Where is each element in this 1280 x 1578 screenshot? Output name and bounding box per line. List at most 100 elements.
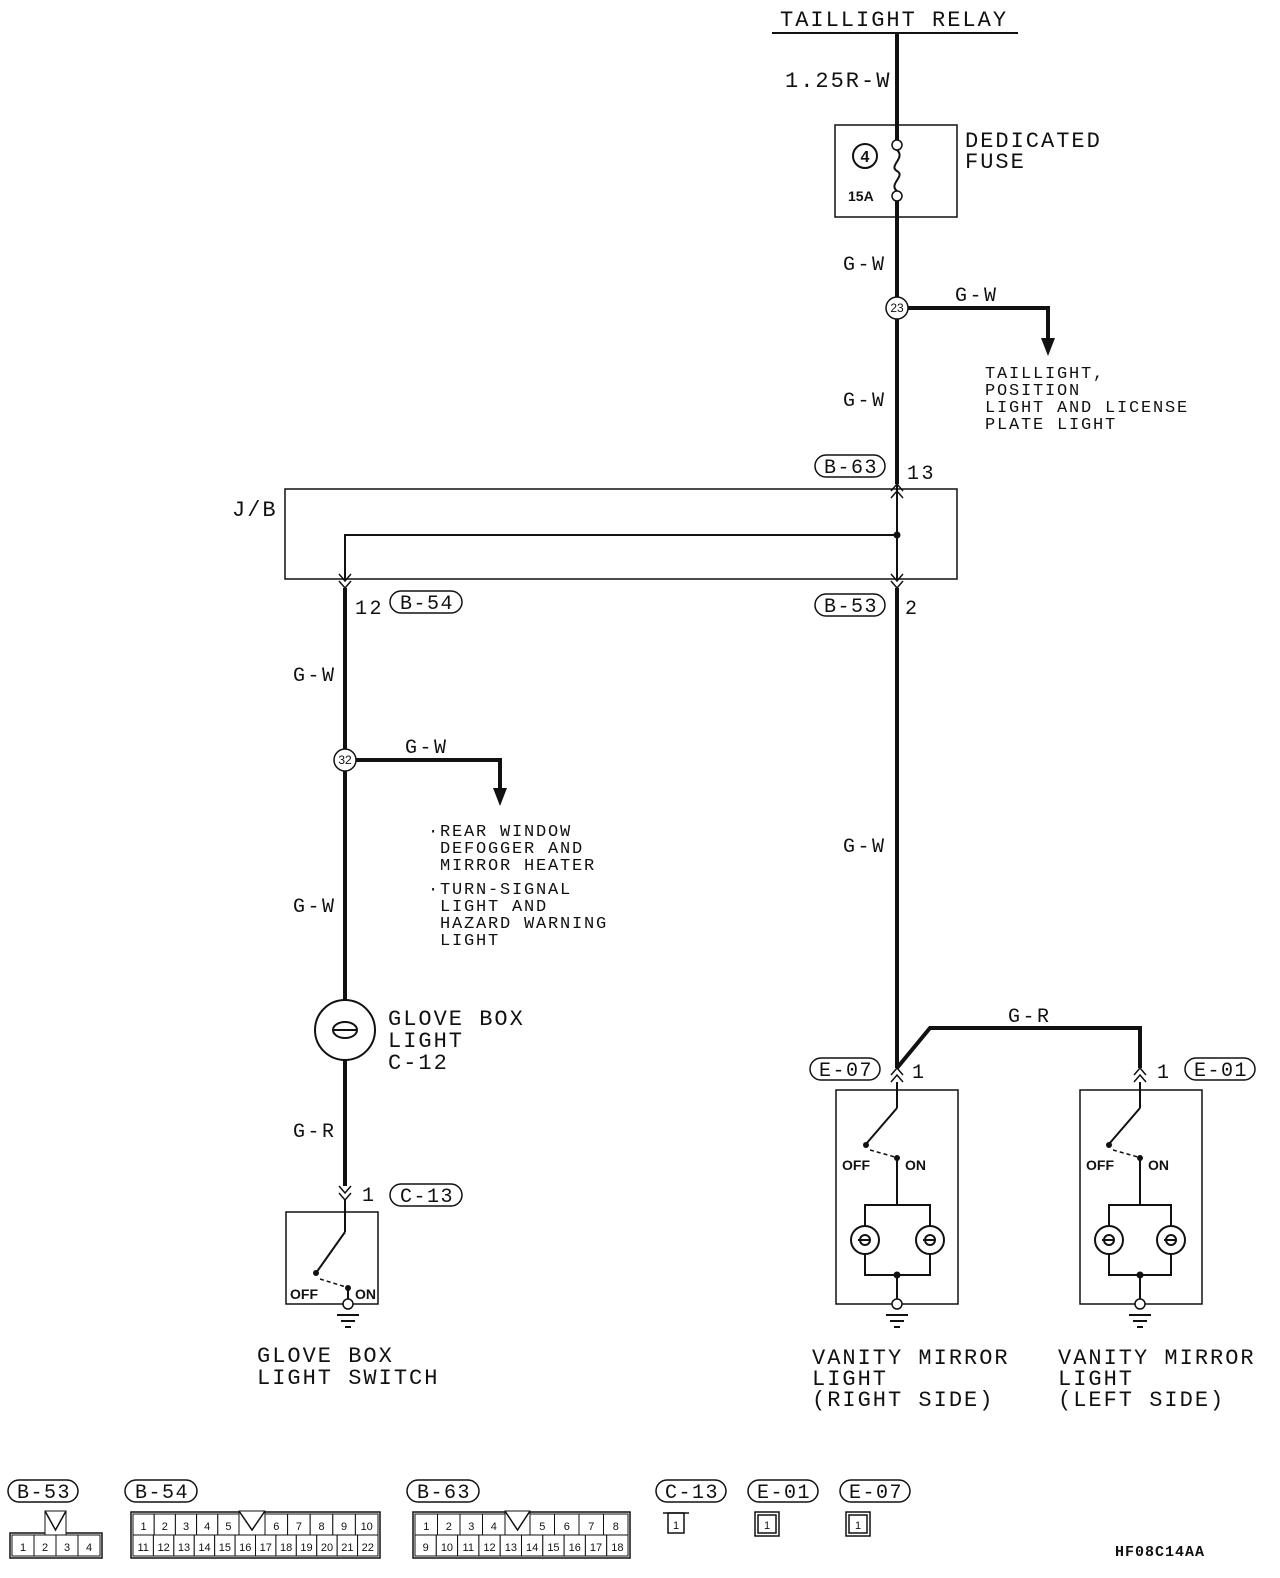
connector-pin-number: 9 xyxy=(423,1542,429,1554)
wire-label-splice32-branch: G-W xyxy=(405,737,449,760)
connector-outline xyxy=(845,1511,871,1537)
branch32-item2-line4: LIGHT xyxy=(440,932,500,951)
connector-b54-pin: 12 xyxy=(355,598,384,621)
junction-block-label: J/B xyxy=(232,498,278,523)
ground-terminal xyxy=(342,1298,354,1310)
connector-pin-number: 18 xyxy=(280,1542,292,1554)
fuse-terminal-top xyxy=(891,139,903,151)
connector-pin-number: 7 xyxy=(588,1521,594,1533)
legend-tag-b54 xyxy=(124,1479,198,1503)
vanity-right-label-line3: (RIGHT SIDE) xyxy=(812,1388,994,1413)
connector-chevron-up-icon xyxy=(890,482,904,499)
legend-tag-e07-label: E-07 xyxy=(849,1482,903,1505)
wire-label-splice23-out: G-W xyxy=(843,390,887,413)
vanity-mirror-light-left: OFF ON xyxy=(1079,1066,1203,1328)
glove-box-light-switch: OFF ON xyxy=(285,1200,379,1328)
connector-b53-pin: 2 xyxy=(905,598,920,621)
connector-pin-number: 19 xyxy=(300,1542,312,1554)
ground-icon xyxy=(337,1314,359,1328)
connector-pin-number: 10 xyxy=(361,1521,373,1533)
switch-contact-off xyxy=(1106,1142,1112,1148)
branch32-item1-line3: MIRROR HEATER xyxy=(440,857,596,876)
connector-pin-number: 2 xyxy=(42,1542,48,1554)
connector-pin-number: 1 xyxy=(423,1521,429,1533)
connector-tag-b54-label: B-54 xyxy=(400,593,454,616)
connector-pin-number: 1 xyxy=(141,1521,147,1533)
connector-pin-number: 3 xyxy=(468,1521,474,1533)
connector-pin-number: 8 xyxy=(613,1521,619,1533)
connector-pin-number: 13 xyxy=(505,1542,517,1554)
legend-tag-e01 xyxy=(747,1479,819,1503)
connector-pin-number: 12 xyxy=(158,1542,170,1554)
junction-block xyxy=(284,488,958,580)
connector-pin-number: 16 xyxy=(239,1542,251,1554)
connector-pin-number: 17 xyxy=(590,1542,602,1554)
splice-23-number: 23 xyxy=(890,301,904,315)
switch-box xyxy=(285,1211,379,1305)
connector-pin-number: 17 xyxy=(260,1542,272,1554)
connector-tag-e07-label: E-07 xyxy=(819,1060,873,1083)
fuse-terminal-bottom xyxy=(891,190,903,202)
connector-b63-pin: 13 xyxy=(907,463,936,486)
fuse-label-line1: DEDICATED xyxy=(965,129,1102,154)
switch-blade xyxy=(865,1107,898,1145)
legend-tag-b53 xyxy=(7,1479,79,1503)
figure-code: HF08C14AA xyxy=(1115,1544,1205,1561)
vanity-left-label-line2: LIGHT xyxy=(1058,1367,1134,1392)
connector-pin-number: 1 xyxy=(673,1520,679,1532)
switch-contact-off xyxy=(863,1142,869,1148)
vanity-left-label-line1: VANITY MIRROR xyxy=(1058,1346,1256,1371)
switch-blade xyxy=(1108,1107,1141,1145)
wire-branch-splice23 xyxy=(908,306,1050,340)
connector-pin-number: 8 xyxy=(318,1521,324,1533)
connector-pin-number: 2 xyxy=(162,1521,168,1533)
ground-icon xyxy=(1129,1314,1151,1328)
connector-cell xyxy=(606,1534,629,1557)
taillight-relay-label: TAILLIGHT RELAY xyxy=(780,8,1008,33)
connector-lock-notch xyxy=(44,1510,67,1536)
connector-pin-number: 1 xyxy=(855,1520,861,1532)
vanity-mirror-light-right: OFF ON xyxy=(835,1066,959,1328)
branch32-item1-line1: ·REAR WINDOW xyxy=(428,823,572,842)
connector-tag-c13 xyxy=(389,1183,463,1207)
ground-icon xyxy=(886,1314,908,1328)
switch-off-label: OFF xyxy=(290,1286,318,1302)
legend-tag-e07 xyxy=(839,1479,911,1503)
connector-tag-e07 xyxy=(809,1057,881,1081)
connector-e07-pin: 1 xyxy=(912,1062,927,1085)
connector-pin-number: 13 xyxy=(178,1542,190,1554)
connector-pin-number: 1 xyxy=(20,1542,26,1554)
connector-cell xyxy=(357,1534,379,1557)
branch23-dest-line1: TAILLIGHT, xyxy=(985,365,1105,384)
wire-label-splice23-branch: G-W xyxy=(955,285,999,308)
connector-pin-number: 14 xyxy=(198,1542,210,1554)
glove-box-light xyxy=(314,999,376,1061)
switch-contact-off xyxy=(313,1270,319,1276)
connector-pin-number: 4 xyxy=(86,1542,92,1554)
connector-pin-number: 4 xyxy=(491,1521,497,1533)
vanity-right-label-line2: LIGHT xyxy=(812,1367,888,1392)
connector-lock-notch xyxy=(238,1510,266,1536)
connector-cell xyxy=(667,1512,685,1534)
glove-switch-label-line2: LIGHT SWITCH xyxy=(257,1366,439,1391)
connector-pin-number: 5 xyxy=(539,1521,545,1533)
connector-tag-b54 xyxy=(389,590,463,614)
connector-pin-number: 14 xyxy=(526,1542,538,1554)
connector-tag-b53 xyxy=(814,593,886,617)
connector-pin-number: 9 xyxy=(341,1521,347,1533)
connector-pin-number: 3 xyxy=(183,1521,189,1533)
glove-light-label-line3: C-12 xyxy=(388,1051,449,1076)
legend-tag-c13-label: C-13 xyxy=(665,1482,719,1505)
switch-off-label: OFF xyxy=(842,1157,870,1173)
ground-terminal xyxy=(891,1298,903,1310)
branch23-dest-line3: LIGHT AND LICENSE xyxy=(985,399,1189,418)
fuse-element-icon xyxy=(893,149,901,192)
branch32-item1-line2: DEFOGGER AND xyxy=(440,840,584,859)
legend-tag-b53-label: B-53 xyxy=(17,1482,71,1505)
fuse-number-circle xyxy=(852,143,878,169)
connector-lock-notch xyxy=(504,1510,531,1536)
legend-tag-b54-label: B-54 xyxy=(135,1482,189,1505)
branch23-dest-line4: PLATE LIGHT xyxy=(985,416,1117,435)
connector-chevron-down-icon xyxy=(338,1185,352,1202)
